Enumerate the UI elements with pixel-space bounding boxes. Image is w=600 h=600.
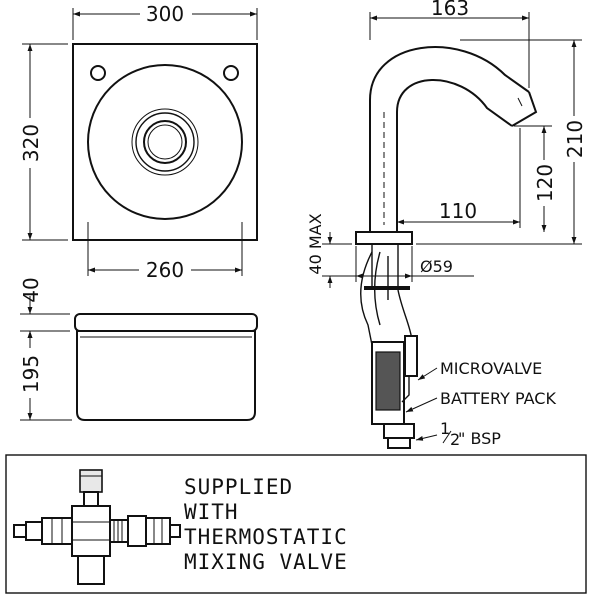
bsp-label: 1 2 " BSP bbox=[440, 419, 501, 449]
dim-body-mask bbox=[18, 348, 42, 398]
right-pipe bbox=[169, 524, 181, 538]
waste-outer-ring bbox=[131, 108, 199, 176]
sensor-eye bbox=[517, 97, 523, 107]
dim-overall-label: 210 bbox=[563, 120, 587, 158]
microvalve-leader bbox=[417, 367, 438, 381]
bsp-thread bbox=[387, 437, 411, 449]
waste-ring bbox=[143, 120, 187, 164]
basin-top-view: 300 320 260 bbox=[18, 2, 258, 282]
bsp-leader bbox=[415, 434, 438, 441]
dim-deck-label: 40 MAX bbox=[306, 213, 325, 274]
battery-pack-label: BATTERY PACK bbox=[440, 389, 556, 408]
bsp-fraction-slash bbox=[442, 430, 452, 444]
dim-body-label: 195 bbox=[19, 355, 43, 393]
bsp-fraction-numerator: 1 bbox=[440, 419, 450, 438]
dim-reach-label: 163 bbox=[431, 0, 469, 20]
dim-rim-label: 40 bbox=[19, 277, 43, 302]
supplied-note-line-2: WITH bbox=[184, 500, 239, 524]
waste-flange bbox=[135, 112, 195, 172]
valve-cap bbox=[79, 469, 103, 493]
basin-body bbox=[76, 330, 256, 421]
left-nut bbox=[41, 517, 73, 545]
supplied-note: SUPPLIED WITH THERMOSTATIC MIXING VALVE bbox=[184, 475, 348, 574]
right-body bbox=[127, 515, 147, 547]
dim-height-mask bbox=[18, 118, 42, 168]
dim-width-mask bbox=[140, 2, 192, 24]
dim-width-label: 300 bbox=[146, 2, 184, 26]
dim-diameter-label: Ø59 bbox=[420, 257, 453, 276]
hose-mid bbox=[374, 251, 381, 326]
bsp-connector bbox=[383, 423, 415, 439]
valve-neck bbox=[83, 491, 99, 507]
right-nut bbox=[145, 517, 171, 545]
valve-bottom bbox=[77, 555, 105, 585]
battery-pack-inner bbox=[375, 351, 401, 411]
left-pipe bbox=[13, 524, 27, 538]
tap-base-collar bbox=[355, 231, 413, 245]
basin-top-outline bbox=[72, 43, 258, 241]
valve-body bbox=[71, 505, 111, 557]
tap-side-view: 163 210 120 110 40 MAX Ø59 bbox=[306, 0, 588, 449]
dim-bowl-mask bbox=[139, 258, 191, 282]
spout-tip bbox=[511, 91, 538, 127]
bsp-suffix: " BSP bbox=[458, 429, 501, 448]
supplied-note-line-1: SUPPLIED bbox=[184, 475, 293, 499]
dim-outlet-label: 120 bbox=[533, 164, 557, 202]
supplied-note-line-4: MIXING VALVE bbox=[184, 550, 348, 574]
microvalve-body bbox=[404, 335, 418, 377]
microvalve-pipe bbox=[401, 376, 410, 403]
supplied-note-line-3: THERMOSTATIC bbox=[184, 525, 348, 549]
basin-side-view: 40 195 bbox=[18, 277, 258, 421]
dim-outlet-mask bbox=[530, 160, 558, 206]
spout-outer bbox=[369, 46, 530, 232]
hose-right bbox=[397, 289, 413, 341]
basin-rim bbox=[74, 313, 258, 332]
left-olive bbox=[25, 521, 43, 541]
right-thread bbox=[109, 519, 129, 543]
battery-pack-leader bbox=[405, 397, 438, 413]
bsp-fraction-denominator: 2 bbox=[450, 430, 460, 449]
basin-tap-hole-right bbox=[223, 65, 239, 81]
mounting-bracket bbox=[364, 286, 410, 290]
dim-bowl-label: 260 bbox=[146, 258, 184, 282]
waste-inner-ring bbox=[147, 124, 183, 160]
dim-spout-label: 110 bbox=[439, 199, 477, 223]
dim-overall-mask bbox=[560, 116, 588, 162]
mixing-valve-panel: SUPPLIED WITH THERMOSTATIC MIXING VALVE bbox=[5, 454, 587, 594]
hose-left bbox=[360, 251, 373, 346]
dim-height-label: 320 bbox=[19, 124, 43, 162]
spout-inner bbox=[396, 79, 513, 232]
thermostatic-valve-drawing bbox=[13, 469, 181, 585]
basin-tap-hole-left bbox=[90, 65, 106, 81]
microvalve-label: MICROVALVE bbox=[440, 359, 542, 378]
basin-bowl-outline bbox=[87, 64, 243, 220]
